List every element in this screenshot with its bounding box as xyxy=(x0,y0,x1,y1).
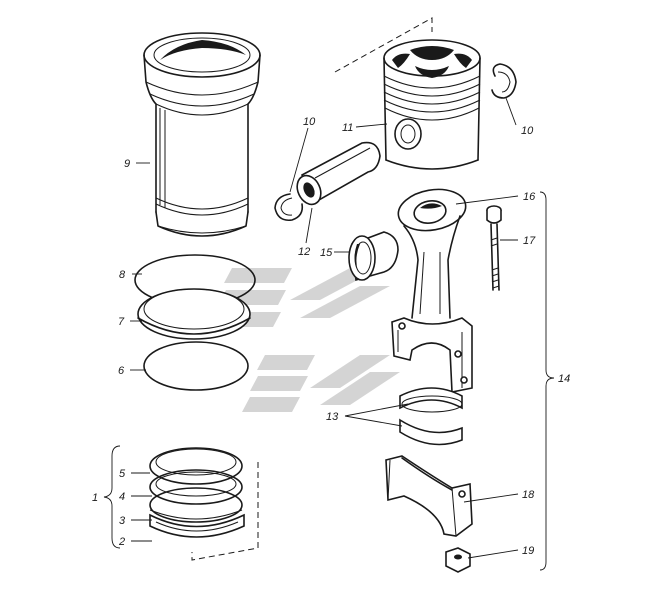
connecting-rod xyxy=(391,188,473,393)
label-10-right: 10 xyxy=(521,125,534,137)
part-labels: 9 11 10 10 12 15 16 17 8 7 6 14 13 1 5 4… xyxy=(92,116,570,557)
watermark-logo xyxy=(213,268,400,412)
rod-bolt xyxy=(486,205,502,291)
seal-ring-lower xyxy=(143,341,249,391)
label-14: 14 xyxy=(558,373,570,385)
rod-cap xyxy=(385,455,473,537)
seal-ring-middle xyxy=(137,288,251,340)
label-10-left: 10 xyxy=(303,116,316,128)
retaining-ring-left xyxy=(274,193,304,222)
label-9: 9 xyxy=(124,158,130,170)
label-4: 4 xyxy=(119,491,125,503)
label-17: 17 xyxy=(523,235,536,247)
pin-bushing xyxy=(348,231,399,282)
piston xyxy=(334,17,481,170)
rod-nut xyxy=(445,547,471,573)
retaining-ring-right xyxy=(491,63,517,99)
cylinder-liner xyxy=(143,32,261,237)
label-7: 7 xyxy=(118,316,125,328)
label-8: 8 xyxy=(119,269,126,281)
label-19: 19 xyxy=(522,545,534,557)
label-13: 13 xyxy=(326,411,339,423)
label-12: 12 xyxy=(298,246,310,258)
label-6: 6 xyxy=(118,365,125,377)
label-3: 3 xyxy=(119,515,126,527)
piston-ring-set xyxy=(149,447,259,561)
label-1: 1 xyxy=(92,492,98,504)
leader-lines xyxy=(103,97,555,571)
piston-pin xyxy=(296,141,381,206)
label-18: 18 xyxy=(522,489,535,501)
bearing-shells xyxy=(399,387,463,446)
label-2: 2 xyxy=(118,536,125,548)
label-15: 15 xyxy=(320,247,333,259)
label-5: 5 xyxy=(119,468,126,480)
label-11: 11 xyxy=(342,122,353,134)
label-16: 16 xyxy=(523,191,536,203)
